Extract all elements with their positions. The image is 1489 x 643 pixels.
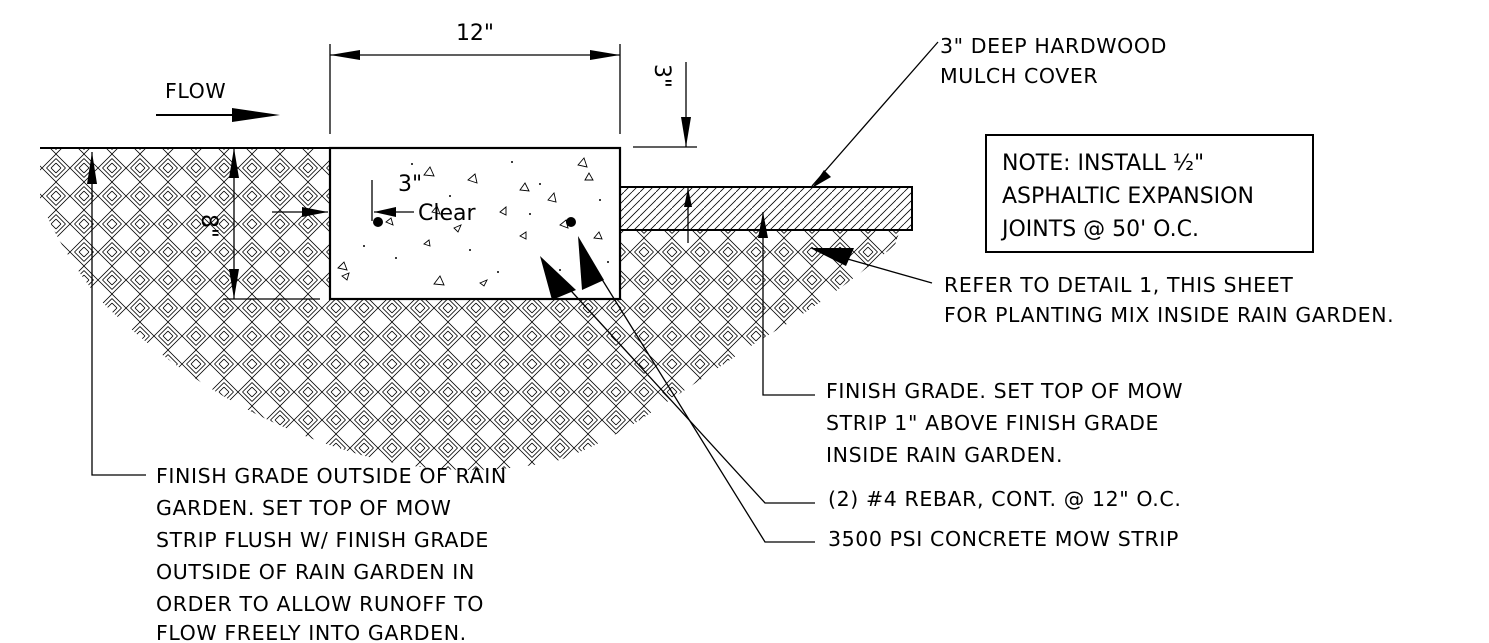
callout-rebar-text: (2) #4 REBAR, CONT. @ 12" O.C. [828, 487, 1181, 511]
callout-finish-inside-line-3: INSIDE RAIN GARDEN. [826, 443, 1063, 467]
concrete-aggregate [337, 157, 609, 287]
clear-value-label: 3" [398, 172, 422, 197]
flow-arrow-icon [232, 108, 280, 122]
note-line-2: ASPHALTIC EXPANSION [1002, 184, 1254, 209]
flow-indicator: FLOW [156, 79, 280, 122]
callout-finish-outside-line-6: FLOW FREELY INTO GARDEN. [156, 621, 467, 643]
callout-mulch-line-2: MULCH COVER [940, 64, 1098, 88]
note-line-1: NOTE: INSTALL ½" [1002, 151, 1204, 176]
dimension-3-depth: 3" [633, 62, 697, 148]
flow-label: FLOW [165, 79, 226, 103]
dimension-8-height: 8" [196, 147, 330, 300]
dimension-3-depth-label: 3" [649, 64, 674, 88]
callout-concrete-text: 3500 PSI CONCRETE MOW STRIP [828, 527, 1179, 551]
callout-finish-outside-line-4: OUTSIDE OF RAIN GARDEN IN [156, 560, 475, 584]
concrete-mow-strip [328, 146, 622, 301]
callout-concrete: 3500 PSI CONCRETE MOW STRIP [578, 236, 1179, 551]
note-line-3: JOINTS @ 50' O.C. [1000, 217, 1199, 242]
clear-dimension: 3" Clear [272, 172, 476, 226]
callout-mulch: 3" DEEP HARDWOOD MULCH COVER [811, 34, 1167, 188]
callout-finish-outside-line-5: ORDER TO ALLOW RUNOFF TO [156, 592, 484, 616]
callout-refer: REFER TO DETAIL 1, THIS SHEET FOR PLANTI… [810, 248, 1394, 327]
dimension-12-label: 12" [456, 21, 494, 46]
callout-finish-grade-outside: FINISH GRADE OUTSIDE OF RAIN GARDEN. SET… [87, 152, 507, 643]
mulch-depth-arrow [684, 187, 692, 243]
callout-finish-outside-line-1: FINISH GRADE OUTSIDE OF RAIN [156, 464, 507, 488]
dimension-8-height-label: 8" [196, 214, 221, 238]
rebar-right [566, 217, 576, 227]
callout-mulch-line-1: 3" DEEP HARDWOOD [940, 34, 1167, 58]
dimension-12: 12" [329, 21, 621, 134]
callout-refer-line-1: REFER TO DETAIL 1, THIS SHEET [944, 273, 1293, 297]
callout-finish-outside-line-3: STRIP FLUSH W/ FINISH GRADE [156, 528, 489, 552]
callout-finish-inside-line-1: FINISH GRADE. SET TOP OF MOW [826, 379, 1183, 403]
callout-rebar: (2) #4 REBAR, CONT. @ 12" O.C. [540, 256, 1181, 511]
callout-finish-outside-line-2: GARDEN. SET TOP OF MOW [156, 496, 452, 520]
note-box: NOTE: INSTALL ½" ASPHALTIC EXPANSION JOI… [985, 134, 1314, 253]
callout-finish-inside-line-2: STRIP 1" ABOVE FINISH GRADE [826, 411, 1159, 435]
clear-word-label: Clear [418, 201, 476, 226]
callout-refer-line-2: FOR PLANTING MIX INSIDE RAIN GARDEN. [944, 303, 1394, 327]
mulch-cover [619, 186, 913, 231]
rebar-left [373, 217, 383, 227]
callout-finish-grade-inside: FINISH GRADE. SET TOP OF MOW STRIP 1" AB… [758, 212, 1183, 467]
